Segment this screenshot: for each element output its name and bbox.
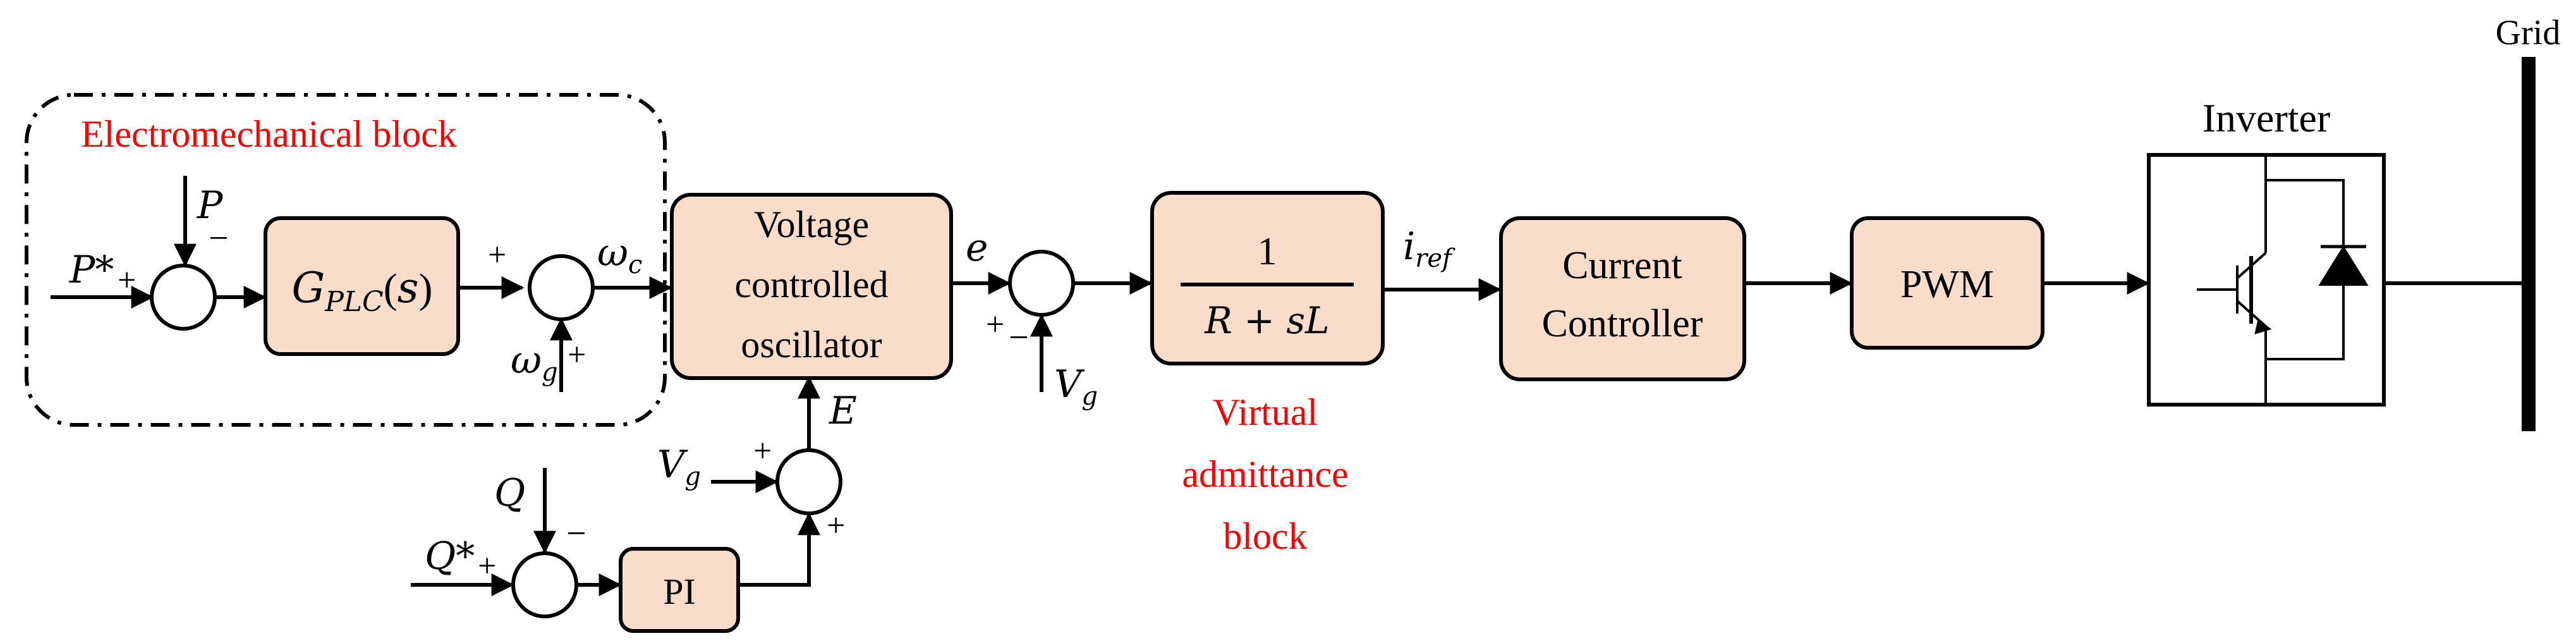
- sign-vg-minus: −: [1009, 318, 1029, 357]
- pwm-label: PWM: [1900, 263, 1994, 306]
- inverter-label: Inverter: [2202, 95, 2331, 140]
- gplc-label: GPLC(s): [291, 264, 432, 318]
- sum-junction-frequency: [528, 254, 595, 321]
- summing-junctions: [150, 250, 1075, 618]
- sum-junction-reactive: [511, 551, 578, 618]
- electromechanical-label: Electromechanical block: [81, 113, 457, 155]
- signal-qref: Q*: [425, 534, 475, 579]
- pwm-block: [1850, 216, 2044, 350]
- electromechanical-region: [25, 93, 667, 427]
- pi-label: PI: [663, 571, 696, 612]
- admittance-numerator: 1: [1258, 230, 1277, 273]
- vco-block: [670, 193, 953, 380]
- signal-vg-sum3: Vg: [1054, 362, 1098, 411]
- sign-qref-plus: +: [478, 548, 496, 584]
- signal-e-cap: E: [829, 389, 857, 433]
- vco-label-line3: oscillator: [741, 324, 882, 365]
- signal-pref: P*: [69, 248, 114, 292]
- signal-p: P: [197, 183, 224, 228]
- signal-omega-g: ωg: [511, 338, 558, 387]
- igbt-diode-symbol: [2197, 155, 2369, 405]
- signal-vg-sum4: Vg: [657, 443, 701, 491]
- vco-label-line1: Voltage: [754, 204, 869, 245]
- signal-wires: [51, 176, 2522, 596]
- signal-omega-c: ωc: [597, 231, 642, 279]
- admittance-block: [1150, 191, 1385, 365]
- virtual-admittance-label-line2: admittance: [1182, 453, 1348, 495]
- sign-omegag-plus: +: [568, 337, 586, 373]
- sign-pi-plus: +: [827, 508, 845, 544]
- vco-label-line2: controlled: [734, 264, 888, 305]
- current-controller-line2: Controller: [1542, 302, 1703, 345]
- grid-label: Grid: [2496, 13, 2561, 52]
- sum-junction-voltage-error: [1008, 250, 1075, 317]
- sum-junction-voltage-amplitude: [775, 448, 842, 515]
- sign-q-minus: −: [566, 514, 586, 553]
- current-controller-line1: Current: [1562, 244, 1682, 287]
- sign-p-minus: −: [209, 219, 229, 258]
- virtual-admittance-label-line1: Virtual: [1213, 391, 1318, 433]
- function-blocks: [264, 153, 2386, 633]
- signal-iref: iref: [1403, 224, 1455, 273]
- pi-block: [619, 547, 740, 633]
- admittance-denominator: R + sL: [1204, 299, 1329, 342]
- grid-bus-bar: [2522, 57, 2536, 431]
- sum-junction-power: [150, 264, 217, 331]
- virtual-admittance-label-line3: block: [1223, 515, 1307, 557]
- signal-e: e: [966, 226, 988, 270]
- current-controller-block: [1499, 216, 1746, 381]
- wire-pi-sum4: [738, 512, 820, 587]
- sign-gplc-plus: +: [488, 237, 506, 273]
- signal-q: Q: [494, 471, 525, 515]
- gplc-block: [264, 216, 460, 356]
- sign-e-plus: +: [986, 307, 1004, 343]
- sign-pref-plus: +: [118, 262, 136, 298]
- sign-vg-sum4-plus: +: [753, 433, 772, 469]
